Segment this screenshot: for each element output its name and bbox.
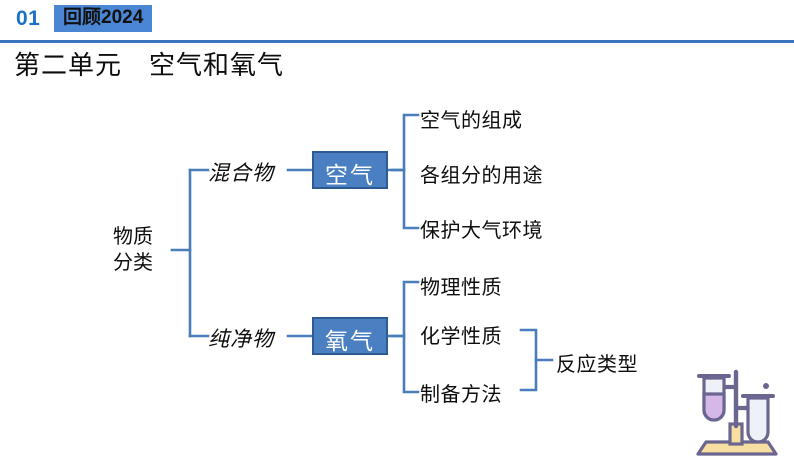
- chip-oxygen[interactable]: 氧气: [312, 317, 388, 355]
- leaf-oxygen-physical-properties: 物理性质: [420, 277, 502, 299]
- root-line-2: 分类: [113, 252, 153, 274]
- leaf-air-protect-atmosphere: 保护大气环境: [420, 220, 543, 242]
- leaf-air-composition: 空气的组成: [420, 110, 523, 132]
- leaf-oxygen-preparation-methods: 制备方法: [420, 384, 502, 406]
- branch-label-mixture: 混合物: [208, 161, 274, 185]
- leaf-oxygen-chemical-properties: 化学性质: [420, 326, 502, 348]
- test-tube-rack-icon: [684, 362, 790, 470]
- leaf-reaction-type: 反应类型: [556, 354, 638, 376]
- section-badge: 回顾2024: [54, 5, 153, 32]
- branch-label-pure: 纯净物: [208, 327, 274, 351]
- chip-air[interactable]: 空气: [312, 151, 388, 189]
- root-line-1: 物质: [113, 226, 153, 248]
- slide-header: 01 回顾2024: [0, 0, 794, 43]
- root-node: 物质 分类: [100, 224, 166, 276]
- wire-reaction-bracket: [519, 328, 538, 392]
- wire-oxygen-bracket: [402, 280, 420, 394]
- header-divider: [0, 40, 794, 43]
- leaf-air-component-uses: 各组分的用途: [420, 165, 543, 187]
- section-number: 01: [16, 7, 41, 30]
- wire-air-bracket: [402, 113, 420, 230]
- page-title: 第二单元 空气和氧气: [14, 51, 285, 80]
